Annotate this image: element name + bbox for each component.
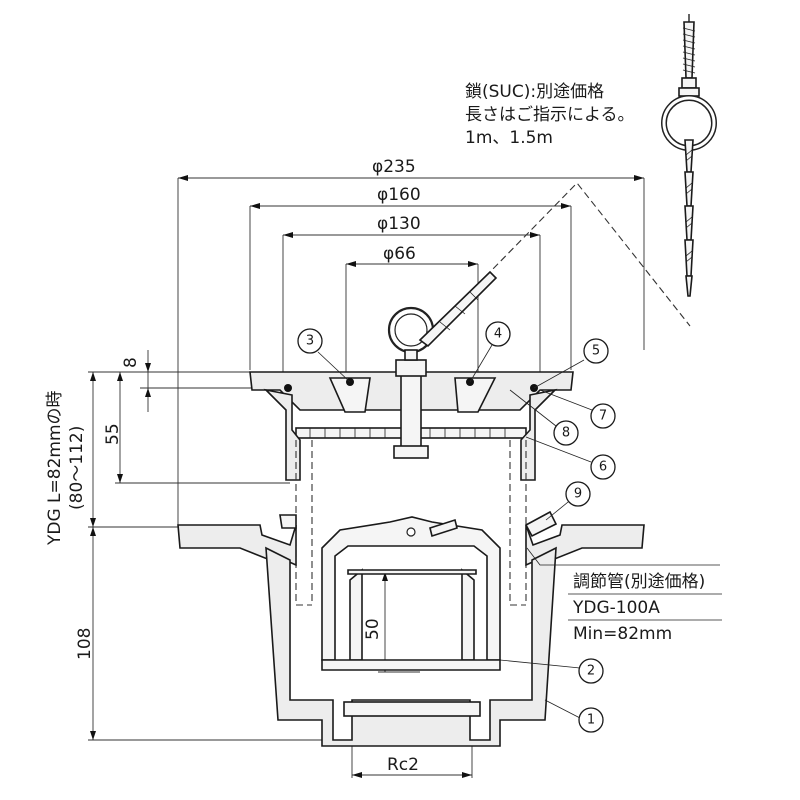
dim-h55: 55 (103, 423, 123, 445)
pipe-note-min: Min=82mm (573, 624, 672, 644)
dim-d66: φ66 (383, 244, 416, 264)
part-number-6: 6 (590, 454, 616, 480)
svg-text:5: 5 (592, 344, 600, 359)
pipe-note-title: 調節管(別途価格) (573, 572, 705, 592)
svg-text:4: 4 (494, 327, 502, 342)
dim-ydg-range: (80～112) (67, 426, 87, 510)
dim-thread: Rc2 (387, 755, 419, 775)
dim-h50: 50 (363, 618, 383, 640)
svg-text:2: 2 (587, 664, 595, 679)
part-number-9: 9 (565, 481, 591, 507)
svg-text:3: 3 (306, 334, 314, 349)
pipe-note-model: YDG-100A (572, 598, 660, 618)
dim-d130: φ130 (377, 214, 421, 234)
svg-text:9: 9 (574, 487, 582, 502)
chain-assembly (661, 14, 717, 297)
dim-d160: φ160 (377, 185, 421, 205)
dim-h108: 108 (75, 628, 95, 660)
part-number-4: 4 (485, 321, 511, 347)
part-number-3: 3 (297, 328, 323, 354)
part-number-8: 8 (553, 420, 579, 446)
part-number-5: 5 (583, 338, 609, 364)
part-number-2: 2 (578, 658, 604, 684)
svg-text:7: 7 (599, 409, 607, 424)
svg-text:6: 6 (599, 460, 607, 475)
svg-text:8: 8 (562, 426, 570, 441)
dim-h8: 8 (121, 357, 141, 368)
drain-body (177, 270, 645, 747)
chain-note-line1: 鎖(SUC):別途価格 (465, 82, 604, 102)
chain-note-line2: 長さはご指示による。 (465, 105, 635, 125)
svg-text:1: 1 (587, 713, 595, 728)
chain-note-line3: 1m、1.5m (465, 128, 553, 148)
dim-d235: φ235 (372, 157, 416, 177)
dim-ydg-l: YDG L=82mmの時 (45, 390, 65, 546)
part-number-7: 7 (590, 403, 616, 429)
chain-leader-dashed (446, 182, 691, 327)
part-number-1: 1 (578, 707, 604, 733)
